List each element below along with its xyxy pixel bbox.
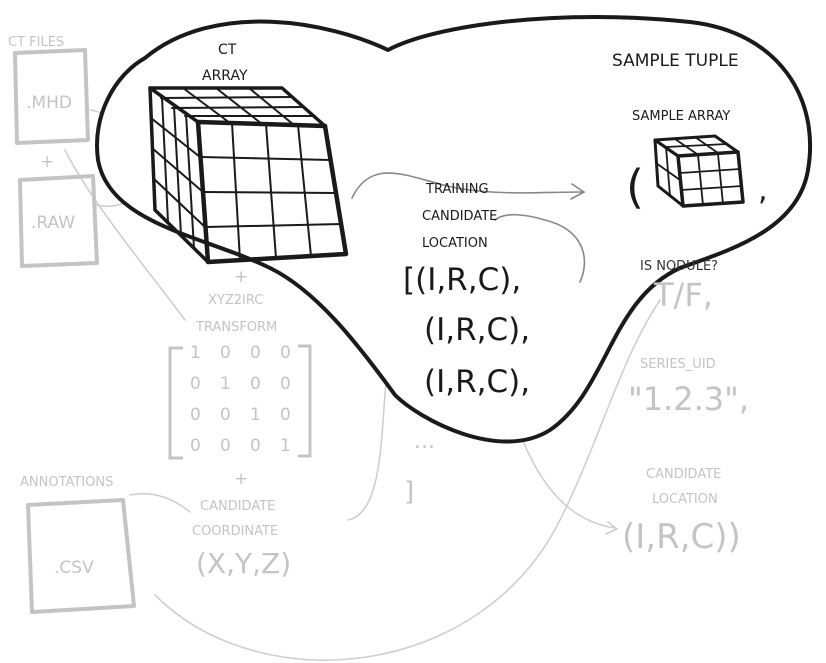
candidate-label: CANDIDATE <box>422 209 497 224</box>
matrix-cell: 0 <box>250 436 261 456</box>
irc-entry-1: [(I,R,C), <box>403 262 521 298</box>
ct-files-label: CT FILES <box>8 35 64 50</box>
matrix-cell: 1 <box>280 436 291 456</box>
mhd-label: .MHD <box>26 93 72 113</box>
irc-entry-3: (I,R,C), <box>424 364 530 400</box>
series-uid-group: SERIES_UID "1.2.3", <box>628 357 749 418</box>
xyz-coordinate-value: (X,Y,Z) <box>196 547 291 580</box>
sample-open-paren: ( <box>626 160 644 214</box>
ct-array-label: ARRAY <box>202 68 248 84</box>
annotations-label: ANNOTATIONS <box>20 475 113 490</box>
matrix-cell: 0 <box>250 343 261 363</box>
csv-to-candidate-arrow <box>130 494 190 512</box>
matrix-cell: 0 <box>280 343 291 363</box>
annotations-group: ANNOTATIONS .CSV <box>20 475 134 612</box>
candidate-coordinate-label-2: COORDINATE <box>192 524 278 539</box>
matrix-cell: 1 <box>190 343 201 363</box>
candidate-location-label-2: LOCATION <box>652 492 718 507</box>
list-close-bracket: ] <box>404 477 414 507</box>
candidate-location-value: (I,R,C)) <box>622 517 741 557</box>
sample-array-label: SAMPLE ARRAY <box>632 109 730 124</box>
matrix-cell: 0 <box>220 343 231 363</box>
xyz2irc-label: XYZ2IRC <box>208 293 263 308</box>
plus-sign-2: + <box>234 267 248 287</box>
sample-comma: , <box>758 173 768 208</box>
plus-sign-1: + <box>40 152 54 172</box>
transform-label: TRANSFORM <box>195 320 277 335</box>
location-label: LOCATION <box>422 236 488 251</box>
matrix-cell: 0 <box>190 374 201 394</box>
nodule-tf-value: T/F, <box>653 276 713 314</box>
series-uid-value: "1.2.3", <box>628 380 749 418</box>
candidate-location-label-1: CANDIDATE <box>646 467 721 482</box>
ct-files-group: CT FILES .MHD + .RAW <box>8 35 97 266</box>
matrix-cell: 0 <box>250 374 261 394</box>
csv-label: .CSV <box>54 558 94 578</box>
irc-entry-2: (I,R,C), <box>424 312 530 348</box>
matrix-cell: 0 <box>220 436 231 456</box>
plus-sign-3: + <box>234 469 248 489</box>
matrix-cell: 0 <box>220 405 231 425</box>
matrix-cell: 0 <box>190 436 201 456</box>
training-label: TRAINING <box>425 182 489 197</box>
candidate-coordinate-label-1: CANDIDATE <box>200 499 275 514</box>
matrix-cell: 0 <box>190 405 201 425</box>
matrix-cell: 1 <box>220 374 231 394</box>
csv-file-icon <box>28 500 134 612</box>
ct-label: CT <box>218 42 237 58</box>
raw-label: .RAW <box>31 213 75 233</box>
matrix-left-bracket <box>170 348 183 458</box>
candidate-location-group: CANDIDATE LOCATION (I,R,C)) <box>622 467 741 557</box>
is-nodule-label: IS NODULE? <box>640 259 718 274</box>
series-uid-label: SERIES_UID <box>640 357 716 372</box>
matrix-cell: 0 <box>280 405 291 425</box>
sample-tuple-label: SAMPLE TUPLE <box>612 51 739 71</box>
list-ellipsis: ... <box>414 429 435 454</box>
matrix-cell: 0 <box>280 374 291 394</box>
matrix-cell: 1 <box>250 405 261 425</box>
matrix-right-bracket <box>298 346 310 456</box>
